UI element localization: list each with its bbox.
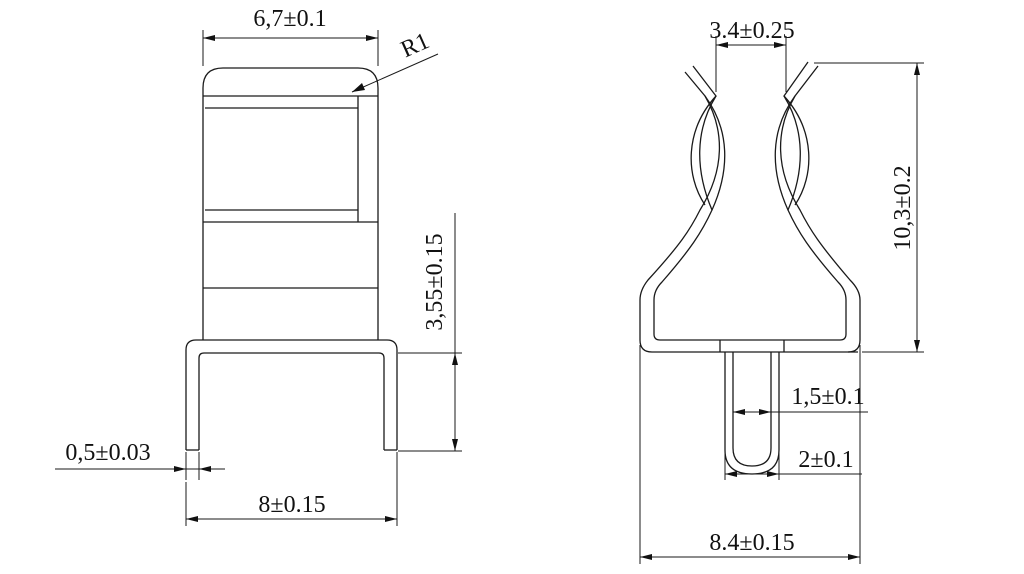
dim-thickness-label: 0,5±0.03 [65,440,150,466]
dim-side-height-arrow-top [914,63,920,75]
dim-radius-label: R1 [397,28,433,63]
dim-front-top-arrow-left [203,35,215,41]
dim-pin-width-label: 1,5±0.1 [791,384,864,410]
dim-thickness-arrow-right [199,466,211,472]
dim-front-top-arrow-right [366,35,378,41]
dim-front-top-label: 6,7±0.1 [253,6,326,32]
dim-pin-width-arrow-left [733,409,745,415]
dim-radius-arrow [352,83,365,92]
side-left-arm-outer [639,71,858,353]
dim-pin-outer-arrow-right [767,471,779,477]
dim-side-bottom-arrow-right [848,554,860,560]
dim-side-bottom-arrow-left [640,554,652,560]
dim-side-top-arrow-left [716,42,728,48]
dim-front-bottom-label: 8±0.15 [258,492,325,518]
side-left-cross-2 [704,95,726,211]
dim-front-height-arrow-bottom [452,439,458,451]
dim-side-bottom-label: 8.4±0.15 [709,530,794,556]
dim-side-top-label: 3.4±0.25 [709,18,794,44]
front-legs-outer [185,339,398,450]
side-right-arm-outer [779,65,861,353]
dim-front-bottom-arrow-right [385,516,397,522]
dim-side-height-arrow-bottom [914,340,920,352]
dim-thickness-arrow-left [174,466,186,472]
front-body-outline [202,67,379,340]
side-right-cross-1 [783,95,810,206]
front-view: 6,7±0.1 R1 3,55±0.15 0,5±0.03 8±0.15 [55,6,462,526]
dim-pin-outer-arrow-left [725,471,737,477]
side-pin-inner [732,352,772,467]
dim-pin-outer-label: 2±0.1 [798,447,853,473]
front-legs-inner [198,352,385,450]
dim-radius-leader [351,53,439,93]
dim-front-height-label: 3,55±0.15 [422,233,448,330]
dim-side-top-arrow-right [774,42,786,48]
side-view: 3.4±0.25 10,3±0.2 1,5±0.1 2±0.1 8.4±0.15 [639,18,924,564]
side-left-arm-inner [653,65,720,341]
side-right-arm-inner [783,61,847,341]
side-right-cross-2 [774,95,796,211]
dim-pin-width-arrow-right [759,409,771,415]
dim-front-height-arrow-top [452,353,458,365]
side-left-cross-1 [690,95,717,206]
dim-side-height-label: 10,3±0.2 [890,165,916,250]
dim-front-bottom-arrow-left [186,516,198,522]
side-pin-outer [719,340,785,475]
